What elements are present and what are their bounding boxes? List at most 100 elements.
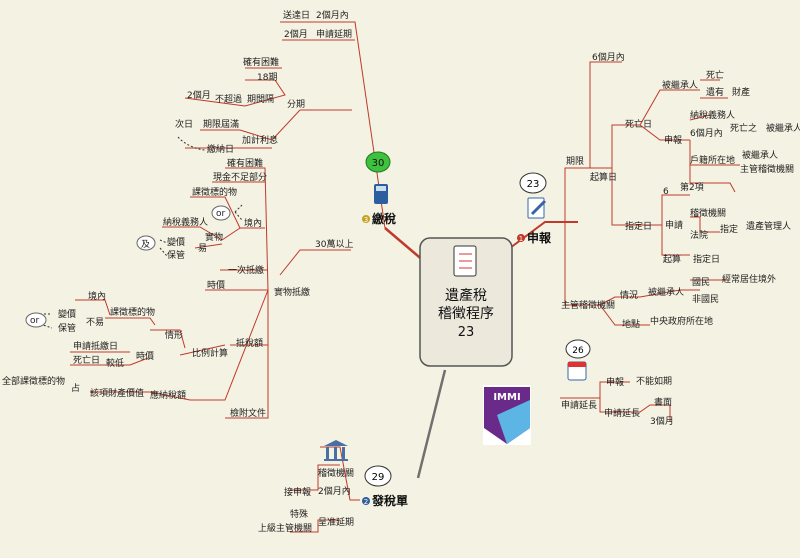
label-zyzf: 中央政府所在地 [650, 315, 713, 327]
label-jcjwzj: 經常居住境外 [722, 273, 776, 285]
label-kzbdw: 課徵標的物 [192, 186, 237, 198]
label-zgjzjg: 主管稽徵機關 [740, 163, 794, 175]
label-zhiding: 指定 [720, 223, 738, 235]
label-shenqing: 申請 [665, 219, 683, 231]
label-or2: or [30, 316, 40, 326]
branch-pay[interactable]: 30 3 繳稅 [362, 151, 396, 226]
label-bjcr3: 被繼承人 [742, 149, 778, 161]
label-jn: 境內 [244, 217, 262, 229]
label-gccdjz: 該項財產價值 [90, 387, 144, 399]
label-sqdjr: 申請抵繳日 [73, 340, 118, 352]
leaf-labels: 送達日 2個月內 2個月 申請延期 確有困難 18期 2個月 不超過 期間隔 分… [2, 9, 800, 534]
label-jd: 較低 [106, 357, 124, 369]
extension-node[interactable]: 26 [565, 339, 591, 381]
label-sqyq: 申請延期 [316, 28, 352, 40]
label-swr: 死亡日 [73, 354, 100, 366]
pay-label: 繳稅 [372, 211, 396, 226]
label-m2a: 2個月內 [316, 9, 349, 21]
label-baoguan2: 保管 [58, 322, 76, 334]
label-m3: 3個月 [650, 415, 674, 427]
label-swdj: 實物抵繳 [274, 286, 310, 298]
label-qsr: 起算日 [590, 171, 617, 183]
declare-label: 申報 [527, 230, 552, 245]
label-yczgl: 遺產管理人 [746, 220, 791, 232]
label-bianjia2: 變價 [58, 308, 76, 320]
label-sjzgjg: 上級主管機關 [258, 522, 312, 534]
label-yiyou: 遺有 [706, 86, 724, 98]
declare-num-dot [517, 234, 525, 242]
label-swz: 死亡之 [730, 122, 757, 134]
label-over30: 30萬以上 [315, 238, 353, 250]
label-yzse: 應納稅額 [150, 389, 186, 401]
label-m6b: 6個月內 [690, 127, 723, 139]
label-swr2: 死亡日 [625, 118, 652, 130]
bill-num: 2 [364, 498, 368, 506]
pencil-stroke [530, 199, 547, 216]
branch-declare[interactable]: 23 1 申報 [517, 172, 552, 245]
bill-badge [364, 465, 392, 487]
center-title-2: 稽徵程序 [438, 306, 494, 322]
label-dsj: 抵稅額 [236, 337, 263, 349]
calculator-screen [376, 186, 386, 191]
label-shumian: 書面 [654, 396, 672, 408]
label-ji: 及 [141, 239, 150, 250]
ji-bubble [136, 235, 156, 251]
connectors [70, 21, 740, 533]
label-siwang: 死亡 [706, 69, 724, 81]
label-bjcr4: 被繼承人 [648, 286, 684, 298]
logo-text: IMMI [493, 392, 520, 403]
label-d2x: 第2項 [680, 181, 704, 193]
pay-num: 3 [364, 216, 368, 224]
label-fq: 分期 [287, 99, 305, 110]
center-title-1: 遺產稅 [445, 287, 487, 304]
label-bianjia: 變價 [167, 236, 185, 248]
label-bjcr2: 被繼承人 [766, 122, 800, 134]
label-jjrq: 加計利息 [242, 134, 278, 146]
label-q18: 18期 [257, 72, 277, 83]
bank-building-icon [324, 440, 348, 461]
label-teshu: 特殊 [290, 508, 308, 520]
pay-badge-text: 30 [372, 158, 385, 169]
label-songda: 送達日 [283, 9, 310, 21]
label-qbkzbdw: 全部課徵標的物 [2, 375, 65, 387]
label-jzjg2: 稽徵機關 [318, 467, 354, 479]
label-shiwu: 實物 [205, 231, 223, 243]
bill-label: 發稅單 [371, 493, 408, 508]
label-jzsb: 接申報 [284, 486, 311, 498]
label-qykn2: 確有困難 [227, 157, 263, 169]
label-yicidi: 一次抵繳 [228, 264, 264, 276]
label-six: 6 [663, 187, 669, 197]
label-fuwj: 檢附文件 [230, 407, 266, 419]
declare-badge-text: 23 [527, 179, 540, 190]
label-nssw: 納稅義務人 [163, 216, 208, 228]
or-bubble-1 [211, 205, 231, 221]
or-bubble-2 [25, 312, 47, 328]
label-baoguan: 保管 [167, 249, 185, 261]
label-qykn: 確有困難 [243, 56, 279, 68]
label-bui: 不易 [86, 317, 104, 328]
label-zdr2: 指定日 [693, 253, 720, 265]
label-zhan: 占 [71, 382, 80, 394]
center-node[interactable]: 遺產稅 稽徵程序 23 [419, 237, 513, 367]
label-guomin: 國民 [692, 277, 710, 288]
label-kzbdw2: 課徵標的物 [110, 306, 155, 318]
label-m2d: 2個月內 [318, 485, 351, 497]
label-bnyq: 不能如期 [636, 375, 672, 387]
label-shenbao: 申報 [664, 134, 682, 146]
label-cyyq: 呈准延期 [318, 516, 354, 528]
label-jnei2: 境內 [88, 290, 106, 302]
label-qk: 情況 [620, 289, 638, 301]
label-m2b: 2個月 [284, 28, 308, 40]
label-hjszd: 戶籍所在地 [690, 154, 735, 166]
branch-bill[interactable]: 29 2 發稅單 [324, 440, 408, 508]
label-qjg: 期間隔 [247, 94, 274, 105]
label-zdr: 指定日 [625, 220, 652, 232]
declare-badge [519, 172, 547, 194]
label-bjcr: 被繼承人 [662, 79, 698, 91]
label-bcg: 不超過 [215, 93, 242, 105]
label-sqyc: 申請延長 [561, 399, 597, 411]
pay-num-dot [362, 215, 370, 223]
label-jzjg: 稽徵機關 [690, 207, 726, 219]
pay-badge [365, 151, 391, 173]
